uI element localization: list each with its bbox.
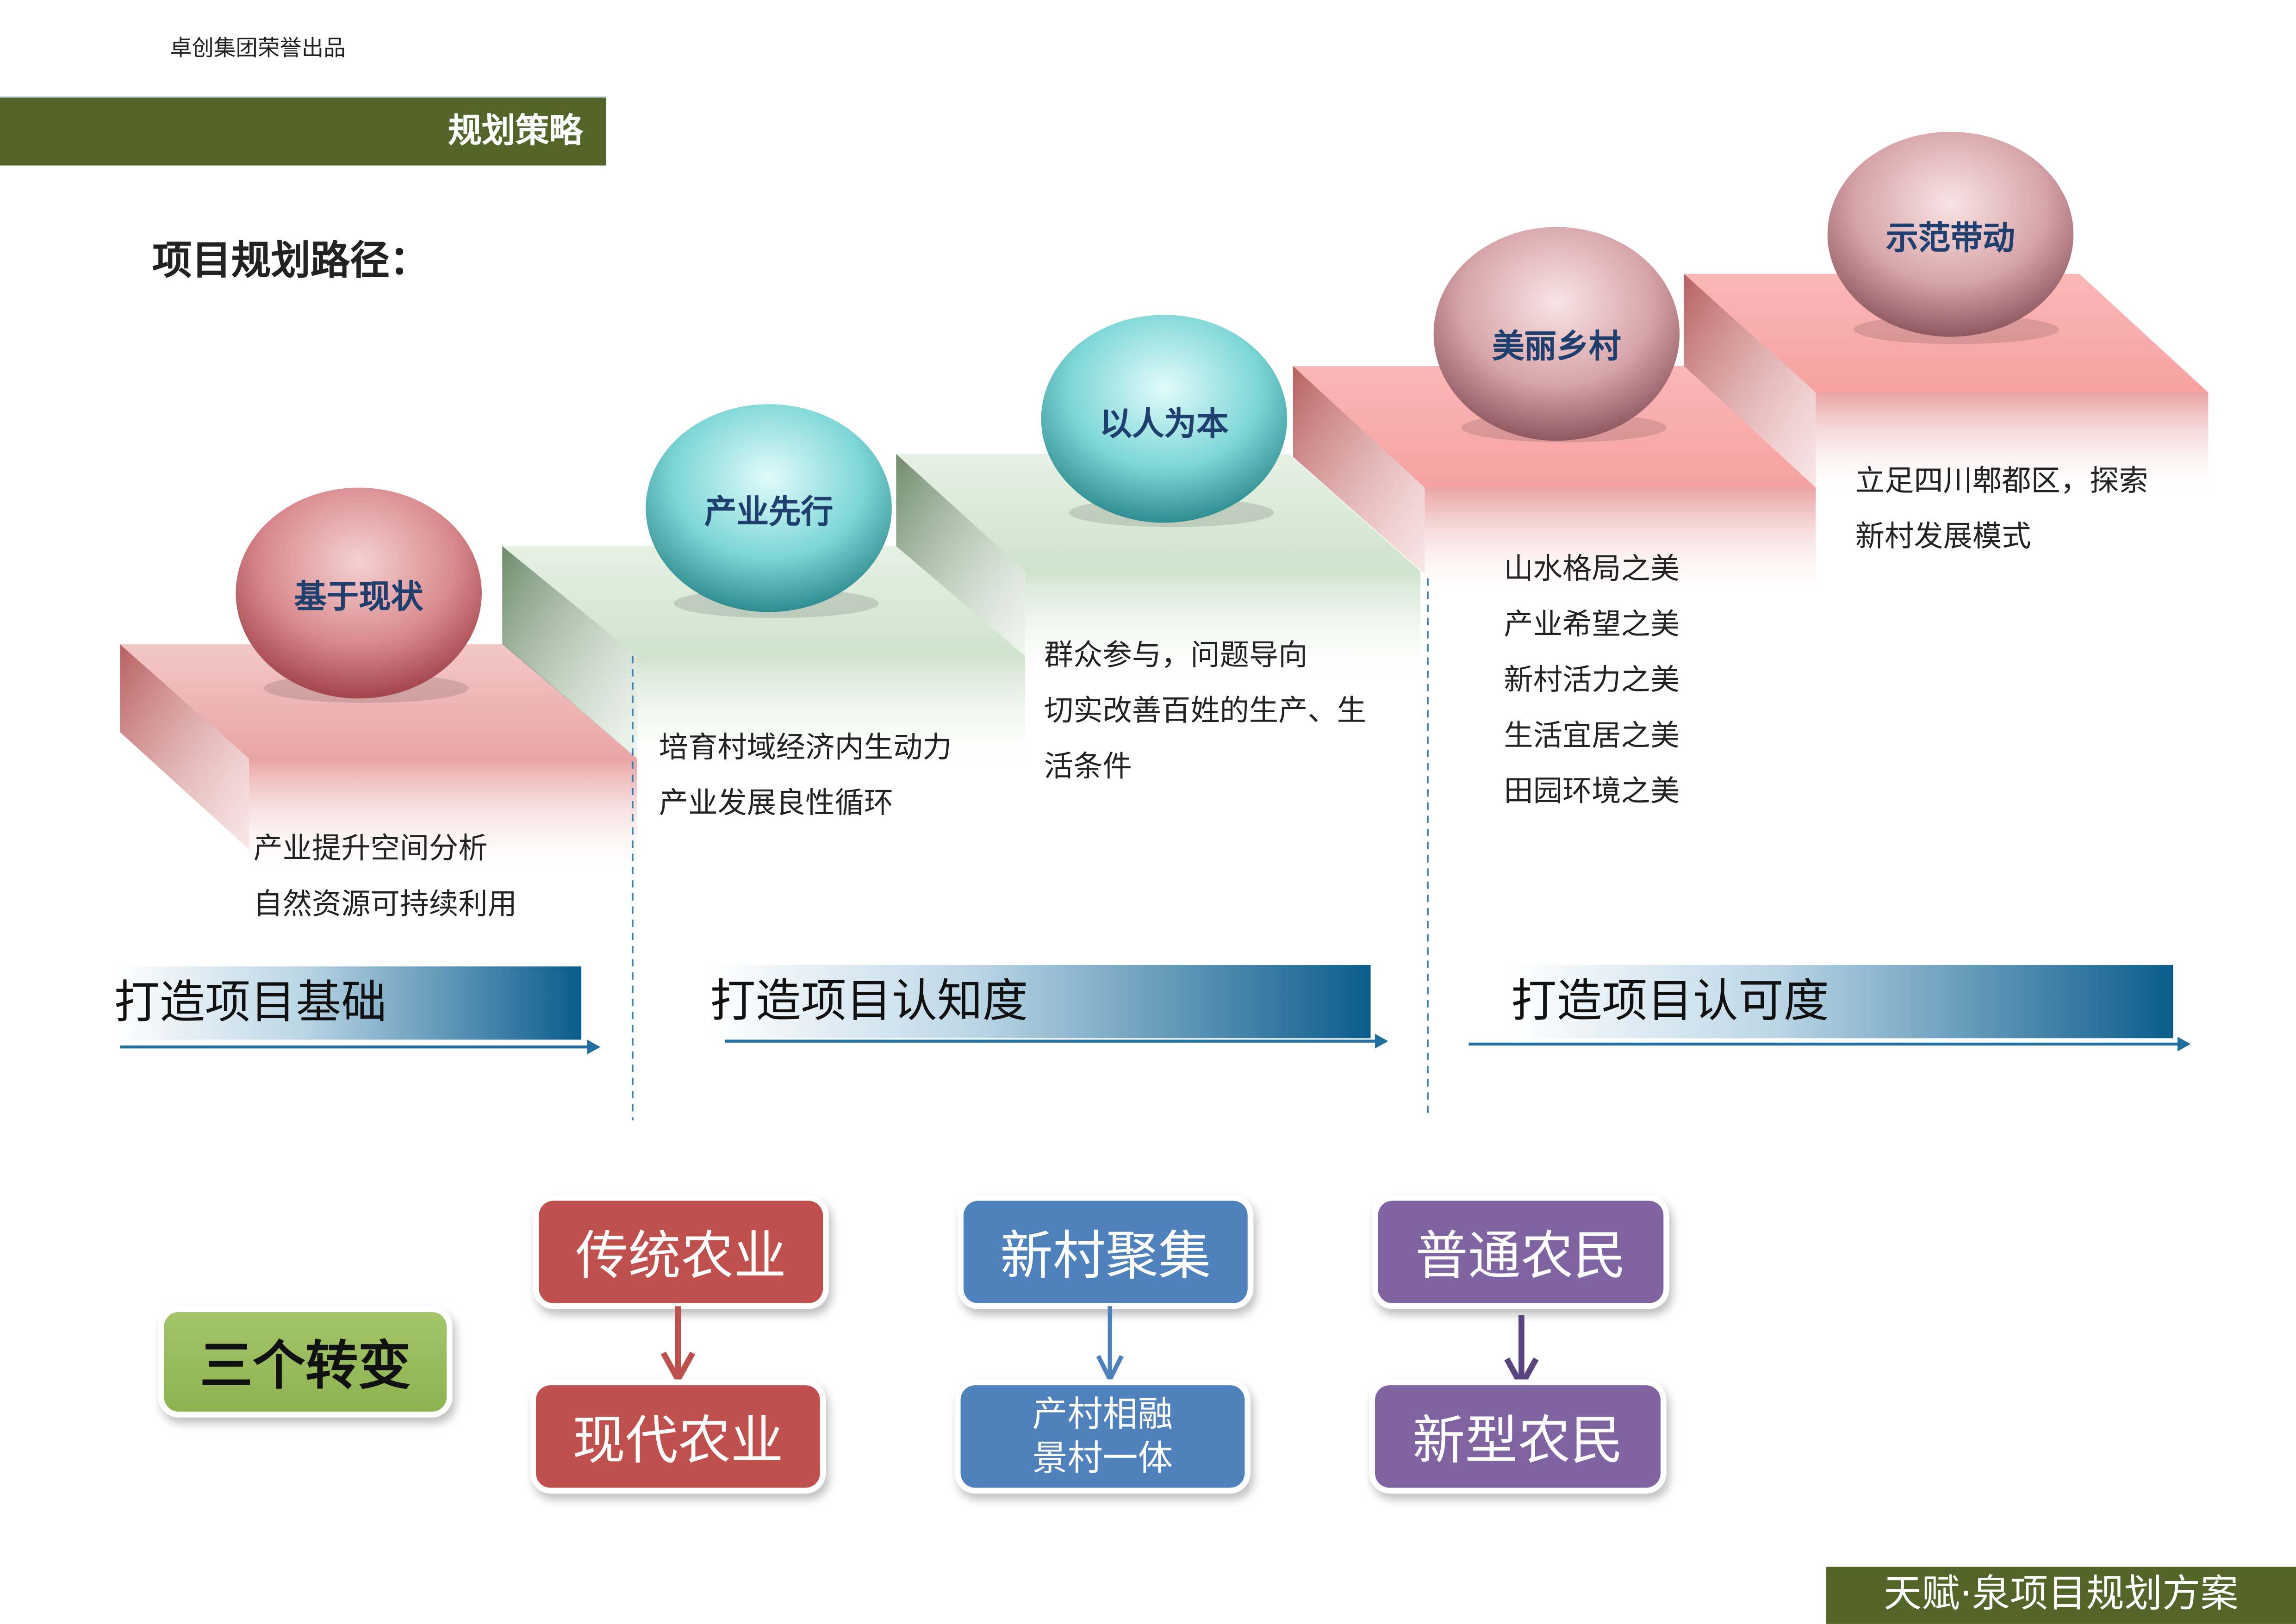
sphere-1 [236, 487, 482, 699]
phase-banner-2: 打造项目认知度 [710, 965, 1371, 1039]
desc-line: 产业提升空间分析 [253, 830, 488, 865]
staircase [120, 131, 2209, 1120]
arrow-down-icon [660, 1306, 696, 1386]
phase-arrow-1 [120, 1039, 601, 1055]
desc-line: 培育村域经济内生动力 [659, 729, 952, 765]
from-box-farmer: 普通农民 [1378, 1201, 1664, 1303]
step-label: 美丽乡村 [1492, 329, 1621, 366]
desc-line: 山水格局之美 [1504, 550, 1680, 586]
desc-line: 生活宜居之美 [1504, 717, 1680, 753]
company-credit: 卓创集团荣誉出品 [170, 35, 346, 62]
three-transformations-label: 三个转变 [164, 1312, 447, 1412]
step-label: 以人为本 [1100, 407, 1229, 444]
from-box-agriculture: 传统农业 [539, 1201, 823, 1303]
step-3-desc: 群众参与，问题导向 切实改善百姓的生产、生 活条件 [1044, 627, 1366, 794]
desc-line: 产业希望之美 [1504, 606, 1680, 641]
desc-line: 活条件 [1044, 748, 1132, 784]
to-line: 产村相融 [1032, 1394, 1173, 1435]
footer-project-name: 天赋·泉项目规划方案 [1826, 1567, 2296, 1624]
sphere-5 [1827, 131, 2074, 337]
step-1-front [249, 758, 637, 879]
to-box-agriculture: 现代农业 [536, 1385, 820, 1488]
desc-line: 田园环境之美 [1504, 773, 1680, 809]
desc-line: 群众参与，问题导向 [1044, 637, 1308, 672]
desc-line: 自然资源可持续利用 [253, 886, 517, 921]
desc-line: 产业发展良性循环 [659, 784, 894, 820]
step-1-side [120, 644, 249, 850]
step-2-desc: 培育村域经济内生动力 产业发展良性循环 [659, 719, 952, 830]
step-label: 示范带动 [1886, 221, 2015, 258]
sphere-3 [1041, 315, 1288, 523]
from-box-village: 新村聚集 [963, 1201, 1248, 1303]
step-1-top [120, 644, 637, 759]
phase-arrow-3 [1468, 1037, 2191, 1052]
step-5-desc: 立足四川郫都区，探索 新村发展模式 [1855, 453, 2148, 564]
desc-line: 新村发展模式 [1855, 518, 2031, 554]
phase-banner-3: 打造项目认可度 [1511, 965, 2173, 1039]
sphere-4 [1433, 227, 1680, 441]
phase-banner-1: 打造项目基础 [114, 966, 582, 1040]
sphere-2 [646, 404, 892, 612]
page-title: 项目规划路径： [152, 238, 429, 284]
to-box-village: 产村相融 景村一体 [960, 1385, 1245, 1488]
phase-arrow-2 [725, 1033, 1388, 1049]
section-tag: 规划策略 [0, 96, 606, 166]
step-4-desc: 山水格局之美 产业希望之美 新村活力之美 生活宜居之美 田园环境之美 [1504, 541, 1680, 819]
step-label: 基于现状 [294, 579, 423, 617]
step-1-desc: 产业提升空间分析 自然资源可持续利用 [253, 820, 517, 931]
arrow-down-icon [1504, 1315, 1539, 1391]
desc-line: 立足四川郫都区，探索 [1855, 462, 2148, 498]
desc-line: 切实改善百姓的生产、生 [1044, 692, 1367, 728]
step-label: 产业先行 [704, 495, 834, 532]
desc-line: 新村活力之美 [1504, 662, 1680, 697]
to-box-farmer: 新型农民 [1375, 1385, 1661, 1488]
arrow-down-icon [1096, 1306, 1124, 1385]
to-line: 景村一体 [1032, 1438, 1173, 1479]
